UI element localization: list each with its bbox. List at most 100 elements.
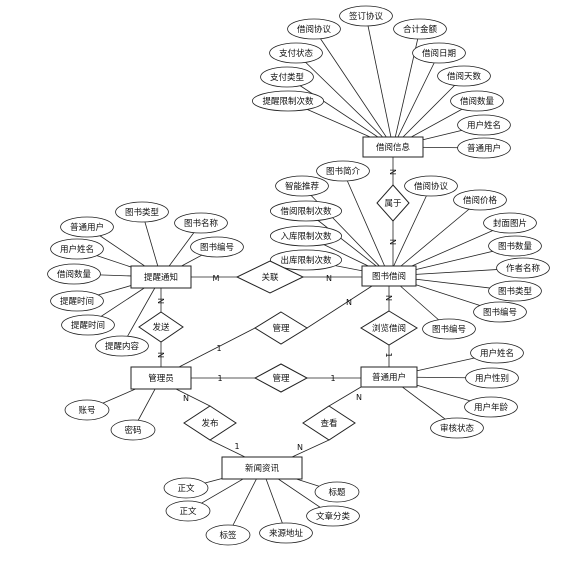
entity-box bbox=[130, 265, 192, 289]
attribute-ellipse bbox=[275, 175, 329, 197]
cardinality-label: N bbox=[297, 443, 303, 452]
attribute-ellipse bbox=[496, 257, 550, 279]
attribute-label: 用户姓名 bbox=[60, 244, 94, 255]
attribute-label: 封面图片 bbox=[493, 218, 527, 229]
relationship-diamond bbox=[376, 184, 410, 222]
attribute-ellipse bbox=[488, 235, 542, 257]
attribute-ellipse bbox=[453, 189, 507, 211]
attribute-connector bbox=[301, 185, 390, 277]
cardinality-label: N bbox=[356, 393, 362, 402]
attribute-label: 图书编号 bbox=[483, 307, 517, 318]
attribute-ellipse bbox=[269, 249, 342, 271]
attribute-label: 借阅天数 bbox=[447, 71, 482, 82]
attribute-label: 借阅数量 bbox=[460, 96, 495, 107]
attribute-label: 图书类型 bbox=[125, 207, 160, 218]
attribute-ellipse bbox=[64, 399, 110, 421]
cardinality-label: N bbox=[346, 298, 352, 307]
attribute-label: 图书类型 bbox=[498, 286, 533, 297]
relationship-label: 关联 bbox=[261, 272, 279, 283]
attribute-connector bbox=[392, 28, 421, 148]
attribute-ellipse bbox=[61, 314, 115, 336]
attribute-connector bbox=[392, 52, 440, 148]
attribute-ellipse bbox=[115, 201, 169, 223]
entity-box bbox=[360, 366, 418, 388]
attribute-ellipse bbox=[457, 137, 511, 159]
cardinality-label: 1 bbox=[384, 352, 393, 357]
relationship-label: 浏览借阅 bbox=[372, 323, 406, 334]
relationship-diamond bbox=[235, 260, 305, 294]
attribute-ellipse bbox=[287, 18, 341, 40]
attribute-connector bbox=[313, 28, 394, 148]
attribute-ellipse bbox=[437, 65, 491, 87]
attribute-ellipse bbox=[190, 236, 244, 258]
attribute-ellipse bbox=[450, 90, 504, 112]
cardinality-label: N bbox=[156, 352, 165, 358]
attribute-label: 用户姓名 bbox=[480, 348, 514, 359]
relationship-label: 发布 bbox=[201, 418, 218, 429]
relationship-diamond bbox=[254, 311, 308, 345]
attribute-ellipse bbox=[488, 280, 542, 302]
attribute-label: 借阅日期 bbox=[422, 48, 456, 59]
relationship-connector bbox=[291, 439, 330, 458]
attribute-label: 用户性别 bbox=[475, 373, 509, 384]
entity-box bbox=[221, 456, 303, 480]
attribute-label: 借阅数量 bbox=[57, 269, 92, 280]
attribute-label: 正文 bbox=[179, 506, 197, 517]
attribute-ellipse bbox=[259, 522, 313, 544]
relationship-label: 发送 bbox=[152, 322, 170, 333]
attribute-label: 图书编号 bbox=[200, 242, 234, 253]
attribute-label: 签订协议 bbox=[349, 11, 384, 22]
attribute-label: 审核状态 bbox=[440, 423, 475, 434]
attribute-ellipse bbox=[165, 500, 211, 522]
cardinality-label: N bbox=[388, 239, 397, 245]
attribute-connector bbox=[392, 75, 465, 148]
attribute-label: 支付类型 bbox=[270, 72, 305, 83]
relationship-diamond bbox=[253, 363, 309, 393]
attribute-label: 借阅限制次数 bbox=[280, 206, 332, 217]
attribute-label: 图书数量 bbox=[498, 241, 533, 252]
relationship-label: 管理 bbox=[272, 373, 290, 384]
attribute-label: 智能推荐 bbox=[285, 181, 320, 192]
relationship-diamond bbox=[302, 405, 356, 441]
attribute-ellipse bbox=[412, 42, 466, 64]
attribute-label: 支付状态 bbox=[279, 48, 314, 59]
cardinality-label: N bbox=[388, 169, 397, 175]
attribute-connector bbox=[286, 76, 394, 148]
attribute-label: 用户姓名 bbox=[467, 120, 501, 131]
attribute-label: 提醒内容 bbox=[105, 341, 140, 352]
attribute-label: 标签 bbox=[219, 530, 237, 541]
relationship-diamond bbox=[138, 311, 184, 343]
entity-label: 新闻资讯 bbox=[245, 463, 280, 474]
attribute-connector bbox=[305, 210, 390, 277]
cardinality-label: N bbox=[183, 394, 189, 403]
attribute-ellipse bbox=[95, 335, 149, 357]
attribute-ellipse bbox=[473, 301, 527, 323]
entity-label: 管理员 bbox=[148, 373, 174, 384]
relationship-diamond bbox=[183, 405, 237, 441]
relationship-diamond bbox=[360, 310, 418, 346]
relationship-connector bbox=[328, 386, 362, 407]
attribute-label: 用户年龄 bbox=[474, 402, 509, 413]
relationship-connector bbox=[178, 327, 256, 368]
attribute-ellipse bbox=[50, 290, 104, 312]
attribute-connector bbox=[295, 52, 394, 148]
attribute-connector bbox=[365, 15, 394, 148]
attribute-label: 借阅价格 bbox=[463, 195, 498, 206]
attribute-ellipse bbox=[422, 318, 476, 340]
attribute-connector bbox=[388, 185, 432, 277]
attribute-label: 标题 bbox=[328, 487, 346, 498]
relationship-label: 查看 bbox=[320, 418, 337, 429]
attribute-label: 图书编号 bbox=[432, 324, 466, 335]
attribute-label: 普通用户 bbox=[467, 143, 501, 154]
attribute-connector bbox=[342, 170, 390, 277]
attribute-ellipse bbox=[465, 367, 519, 389]
attribute-label: 出库限制次数 bbox=[280, 255, 332, 266]
attribute-ellipse bbox=[470, 342, 524, 364]
attribute-ellipse bbox=[269, 42, 323, 64]
attribute-ellipse bbox=[47, 263, 101, 285]
attribute-label: 借阅协议 bbox=[297, 24, 332, 35]
attribute-label: 文章分类 bbox=[316, 511, 351, 522]
diagram-shapes: 借阅协议签订协议合计金额支付状态借阅日期支付类型借阅天数提醒限制次数借阅数量用户… bbox=[47, 5, 550, 546]
cardinality-label: M bbox=[213, 274, 220, 283]
